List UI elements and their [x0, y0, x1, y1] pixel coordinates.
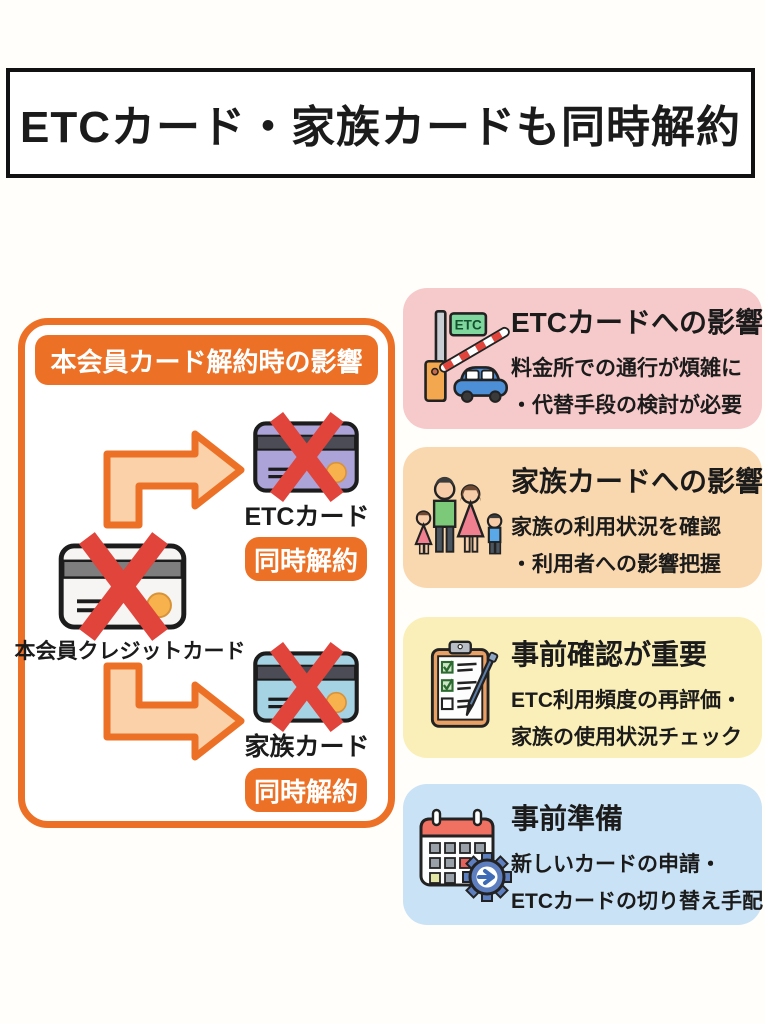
info-card-etc-impact: ETC ETCカードへの影響 料金所での通行が煩雑に ・代替手 [403, 288, 764, 429]
main-credit-card-icon [57, 532, 188, 641]
info-card-line: ETC利用頻度の再評価・ [511, 689, 742, 712]
info-card-line: 新しいカードの申請・ [511, 853, 721, 876]
info-card-title: 事前準備 [511, 803, 624, 834]
checklist-clipboard-icon [417, 633, 521, 749]
info-card-line: 家族の使用状況チェック [511, 726, 742, 749]
info-card-line: 家族の利用状況を確認 [511, 516, 721, 539]
calendar-gear-icon [415, 804, 519, 920]
info-card-preparation: 事前準備 新しいカードの申請・ ETCカードの切り替え手配 [403, 784, 763, 925]
title-banner: ETCカード・家族カードも同時解約 [6, 68, 755, 178]
etc-card-label: ETCカード [244, 503, 370, 531]
family-icon [411, 473, 515, 589]
main-card-label: 本会員クレジットカード [14, 640, 246, 663]
etc-cancel-badge-label: 同時解約 [253, 545, 358, 576]
info-card-title: 事前確認が重要 [511, 639, 708, 670]
arrow-down-right [103, 662, 245, 761]
etc-toll-gate-icon: ETC [411, 300, 515, 416]
info-card-title: 家族カードへの影響 [511, 466, 764, 497]
elbow-arrow-down-icon [103, 662, 245, 761]
etc-card-icon [252, 411, 360, 503]
elbow-arrow-up-icon [103, 430, 245, 529]
info-card-title: ETCカードへの影響 [511, 307, 764, 338]
info-card-family-impact: 家族カードへの影響 家族の利用状況を確認 ・利用者への影響把握 [403, 447, 764, 589]
family-card-icon [252, 641, 360, 733]
impact-diagram-panel: 本会員カード解約時の影響 ETCカード [15, 318, 395, 828]
info-card-line: ・代替手段の検討が必要 [511, 394, 742, 417]
page-title: ETCカード・家族カードも同時解約 [20, 103, 741, 152]
arrow-up-right [103, 430, 245, 529]
info-card-line: ETCカードの切り替え手配 [511, 890, 763, 913]
svg-text:ETC: ETC [455, 318, 482, 333]
family-cancel-badge-label: 同時解約 [253, 776, 358, 807]
etc-cancel-badge: 同時解約 [245, 537, 367, 581]
family-card-label: 家族カード [244, 733, 370, 761]
info-card-precheck: 事前確認が重要 ETC利用頻度の再評価・ 家族の使用状況チェック [403, 617, 762, 758]
panel-header: 本会員カード解約時の影響 [35, 335, 378, 385]
family-cancel-badge: 同時解約 [245, 768, 367, 812]
info-card-line: 料金所での通行が煩雑に [511, 357, 742, 380]
info-card-line: ・利用者への影響把握 [511, 553, 721, 576]
panel-header-label: 本会員カード解約時の影響 [50, 346, 363, 377]
